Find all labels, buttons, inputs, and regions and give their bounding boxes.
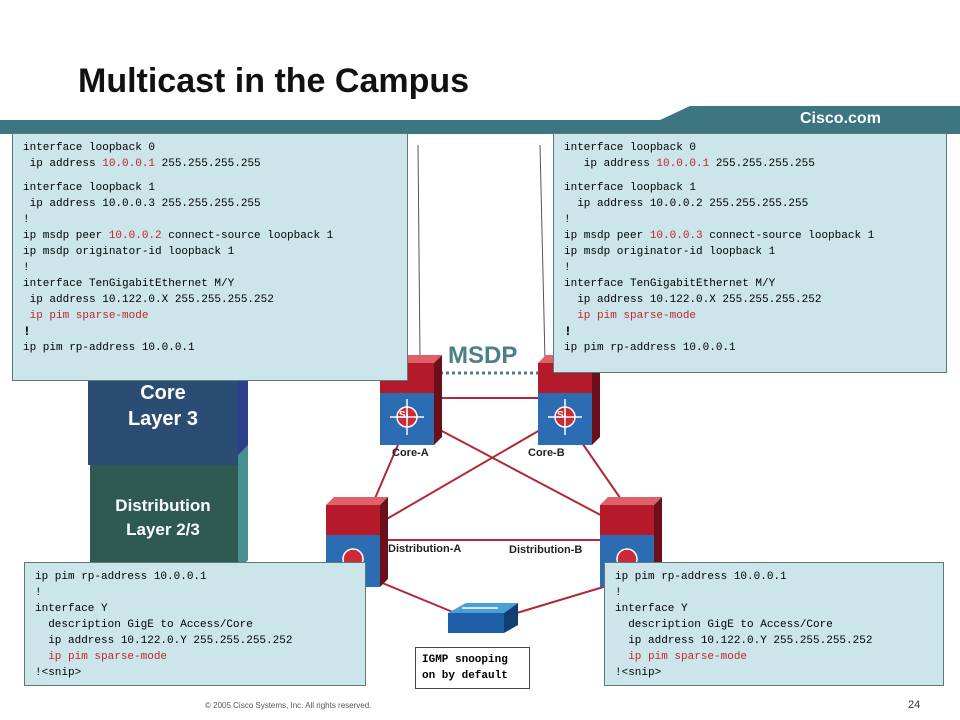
config-line: ! bbox=[23, 262, 30, 274]
config-line: ! bbox=[615, 587, 622, 599]
config-line: ip address 10.122.0.X 255.255.255.252 bbox=[23, 294, 274, 306]
config-line: ip address 10.0.0.2 255.255.255.255 bbox=[564, 198, 809, 210]
msdp-label: MSDP bbox=[448, 342, 518, 369]
config-line: !<snip> bbox=[615, 667, 662, 679]
core-a-label: Core-A bbox=[392, 447, 429, 459]
config-line: ip msdp peer 10.0.0.2 connect-source loo… bbox=[23, 230, 334, 242]
config-line: interface TenGigabitEthernet M/Y bbox=[564, 278, 776, 290]
config-line: ip address 10.122.0.Y 255.255.255.252 bbox=[35, 635, 293, 647]
distribution-b-config-box: ip pim rp-address 10.0.0.1 ! interface Y… bbox=[604, 562, 944, 686]
distribution-layer-label: Distribution Layer 2/3 bbox=[88, 494, 238, 542]
config-line: ip address 10.0.0.1 255.255.255.255 bbox=[564, 158, 815, 170]
config-line: ip address 10.0.0.1 255.255.255.255 bbox=[23, 158, 261, 170]
header-banner bbox=[0, 106, 960, 134]
config-line: ip msdp peer 10.0.0.3 connect-source loo… bbox=[564, 230, 875, 242]
core-layer-line1: Core bbox=[140, 382, 186, 404]
config-line: ! bbox=[564, 214, 571, 226]
link-dista-access bbox=[374, 579, 461, 616]
config-line: ip address 10.0.0.3 255.255.255.255 bbox=[23, 198, 261, 210]
config-line: interface loopback 0 bbox=[564, 142, 697, 154]
igmp-snooping-note: IGMP snooping on by default bbox=[415, 647, 530, 689]
distribution-layer-line2: Layer 2/3 bbox=[126, 520, 200, 539]
callout-corea bbox=[417, 144, 421, 361]
cisco-logo: Cisco.com bbox=[800, 110, 881, 127]
link-corea-distb bbox=[439, 429, 611, 521]
config-line: ip msdp originator-id loopback 1 bbox=[23, 246, 235, 258]
config-line: ip pim rp-address 10.0.0.1 bbox=[615, 571, 787, 583]
link-coreb-distb bbox=[579, 439, 626, 506]
config-line: interface loopback 1 bbox=[564, 182, 697, 194]
distribution-a-config-box: ip pim rp-address 10.0.0.1 ! interface Y… bbox=[24, 562, 366, 686]
distribution-b-label: Distribution-B bbox=[509, 544, 583, 556]
config-line: ! bbox=[564, 262, 571, 274]
core-b-config-box: interface loopback 0 ip address 10.0.0.1… bbox=[553, 133, 947, 373]
config-line: interface loopback 0 bbox=[23, 142, 156, 154]
core-layer-line2: Layer 3 bbox=[127, 408, 199, 430]
core-b-label: Core-B bbox=[528, 447, 565, 459]
config-line: ip pim sparse-mode bbox=[564, 310, 697, 322]
config-line: description GigE to Access/Core bbox=[35, 619, 253, 631]
config-line: description GigE to Access/Core bbox=[615, 619, 833, 631]
config-line: ! bbox=[23, 324, 31, 339]
config-line: ip address 10.122.0.Y 255.255.255.252 bbox=[615, 635, 873, 647]
core-a-config-box: interface loopback 0 ip address 10.0.0.1… bbox=[12, 133, 408, 381]
access-switch-icon[interactable] bbox=[448, 603, 518, 639]
page-title: Multicast in the Campus bbox=[78, 62, 470, 100]
link-distb-access bbox=[509, 584, 611, 616]
igmp-note-line2: on by default bbox=[422, 670, 508, 682]
config-line: ! bbox=[23, 214, 30, 226]
config-line: ip pim sparse-mode bbox=[35, 651, 168, 663]
config-line: interface TenGigabitEthernet M/Y bbox=[23, 278, 235, 290]
config-line: ip pim rp-address 10.0.0.1 bbox=[23, 342, 195, 354]
link-coreb-dista bbox=[384, 429, 541, 521]
config-line: interface Y bbox=[615, 603, 688, 615]
igmp-note-line1: IGMP snooping bbox=[422, 654, 508, 666]
config-line: ! bbox=[564, 324, 572, 339]
config-line: ip address 10.122.0.X 255.255.255.252 bbox=[564, 294, 822, 306]
config-line: ip pim sparse-mode bbox=[615, 651, 748, 663]
config-line: ip pim rp-address 10.0.0.1 bbox=[564, 342, 736, 354]
distribution-a-label: Distribution-A bbox=[388, 543, 462, 555]
copyright-footer: © 2005 Cisco Systems, Inc. All rights re… bbox=[205, 701, 372, 710]
config-line: ! bbox=[35, 587, 42, 599]
config-line: ip pim rp-address 10.0.0.1 bbox=[35, 571, 207, 583]
core-b-badge: Si bbox=[557, 410, 567, 421]
distribution-layer-line1: Distribution bbox=[115, 496, 211, 515]
core-layer-label: Core Layer 3 bbox=[88, 380, 238, 432]
config-line: ip pim sparse-mode bbox=[23, 310, 149, 322]
core-a-badge: Si bbox=[399, 410, 409, 421]
page-number: 24 bbox=[908, 699, 921, 711]
callout-coreb bbox=[539, 144, 546, 361]
config-line: interface Y bbox=[35, 603, 108, 615]
config-line: interface loopback 1 bbox=[23, 182, 156, 194]
config-line: !<snip> bbox=[35, 667, 82, 679]
config-line: ip msdp originator-id loopback 1 bbox=[564, 246, 776, 258]
